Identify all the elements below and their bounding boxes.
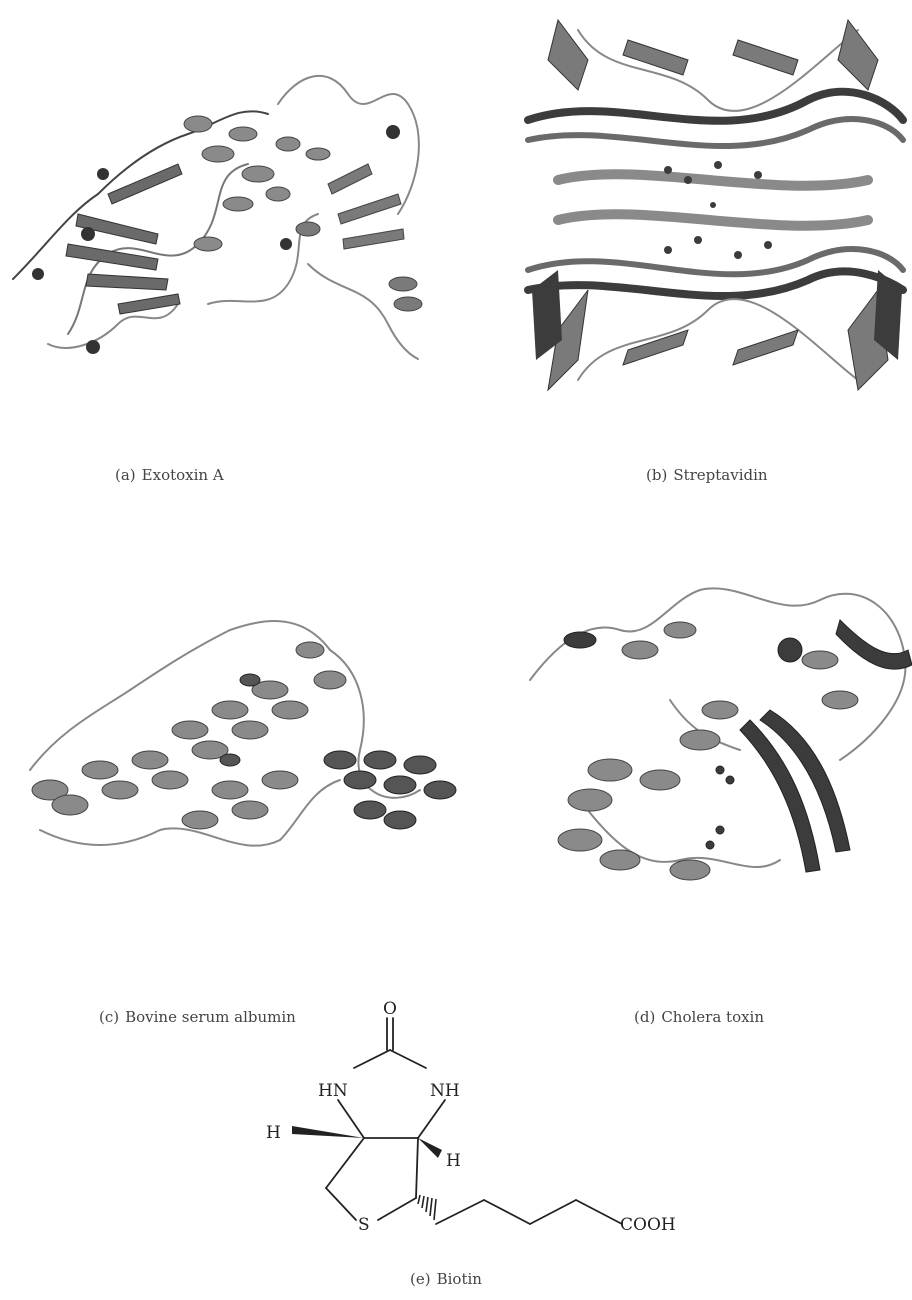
atom-cooh: COOH xyxy=(620,1215,676,1235)
caption-streptavidin: (b)Streptavidin xyxy=(646,466,768,484)
cholera-toxin-structure xyxy=(520,540,912,940)
caption-biotin: (e)Biotin xyxy=(410,1270,482,1288)
biotin-structure: O HN NH H H S COOH xyxy=(240,988,680,1250)
exotoxin-a-structure xyxy=(8,44,448,374)
atom-h-left: H xyxy=(266,1123,281,1143)
atom-hn: HN xyxy=(318,1081,348,1101)
streptavidin-structure xyxy=(518,0,912,412)
atom-h-right: H xyxy=(446,1151,461,1171)
atom-sulfur: S xyxy=(358,1215,370,1235)
caption-exotoxin-a: (a)Exotoxin A xyxy=(115,466,224,484)
atom-oxygen: O xyxy=(383,999,397,1019)
atom-nh: NH xyxy=(430,1081,460,1101)
bovine-serum-albumin-structure xyxy=(0,590,470,890)
